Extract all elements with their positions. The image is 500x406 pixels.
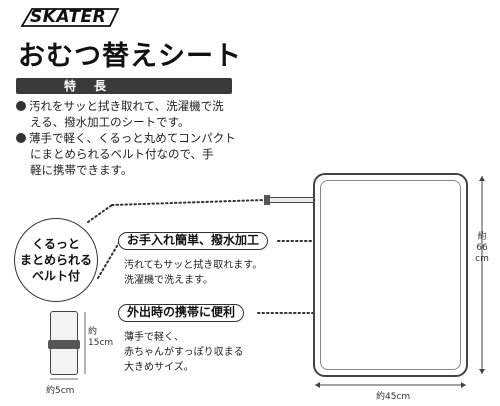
roll-height-label: 約 15cm bbox=[88, 327, 113, 349]
mat-width-label: 約45cm bbox=[376, 392, 411, 402]
belt-feature-badge: くるっと まとめられる ベルト付 bbox=[14, 218, 98, 302]
feature-item: 薄手で軽く、くるっと丸めてコンパクト にまとめられるベルト付なので、手 軽に携帯… bbox=[16, 130, 248, 178]
brand-logo-icon bbox=[20, 8, 120, 27]
section-bar bbox=[16, 78, 232, 94]
badge-text: まとめられる bbox=[19, 253, 92, 267]
callout-line: 赤ちゃんがすっぽり収まる bbox=[124, 347, 244, 358]
dim-text: 約 bbox=[88, 327, 98, 337]
mat-inner-border bbox=[320, 180, 461, 370]
bullet-icon bbox=[16, 133, 26, 143]
strap-illustration bbox=[266, 197, 314, 203]
feature-item: 汚れをサッと拭き取れて、洗濯機で洗 える、撥水加工のシートです。 bbox=[16, 98, 248, 130]
dim-text: 66 bbox=[476, 243, 488, 253]
strap-buckle-illustration bbox=[264, 195, 270, 205]
roll-width-label: 約5cm bbox=[46, 386, 75, 396]
callout-line: 洗濯機で洗えます。 bbox=[124, 275, 213, 286]
callout-body: 汚れてもサッと拭き取れます。 洗濯機で洗えます。 bbox=[124, 258, 262, 288]
dim-text: cm bbox=[475, 254, 489, 264]
belt-illustration bbox=[48, 340, 80, 349]
callout-line: 大きめサイズ。 bbox=[124, 362, 194, 373]
callout-heading: 外出時の携帯に便利 bbox=[118, 304, 245, 322]
section-label: 特 長 bbox=[64, 79, 110, 93]
page-title: おむつ替えシート bbox=[18, 41, 242, 72]
callout-line: 汚れてもサッと拭き取れます。 bbox=[124, 260, 263, 271]
mat-illustration bbox=[313, 173, 468, 377]
callout-heading: お手入れ簡単、撥水加工 bbox=[118, 232, 269, 250]
dim-text: 約 bbox=[477, 232, 487, 242]
mat-height-label: 約 66 cm bbox=[472, 232, 492, 265]
brand-logo-text: SKATER bbox=[30, 7, 107, 27]
feature-text: にまとめられるベルト付なので、手 bbox=[30, 147, 214, 161]
feature-text: 汚れをサッと拭き取れて、洗濯機で洗 bbox=[29, 99, 224, 113]
feature-text: 薄手で軽く、くるっと丸めてコンパクト bbox=[29, 131, 236, 145]
callout-body: 薄手で軽く、 赤ちゃんがすっぽり収まる 大きめサイズ。 bbox=[124, 330, 244, 375]
feature-text: える、撥水加工のシートです。 bbox=[30, 115, 190, 129]
callout-line: 薄手で軽く、 bbox=[124, 332, 184, 343]
badge-text: くるっと bbox=[32, 237, 80, 251]
badge-text: ベルト付 bbox=[31, 269, 80, 283]
bullet-icon bbox=[16, 101, 26, 111]
dim-text: 15cm bbox=[88, 338, 114, 348]
feature-text: 軽に携帯できます。 bbox=[30, 163, 133, 177]
